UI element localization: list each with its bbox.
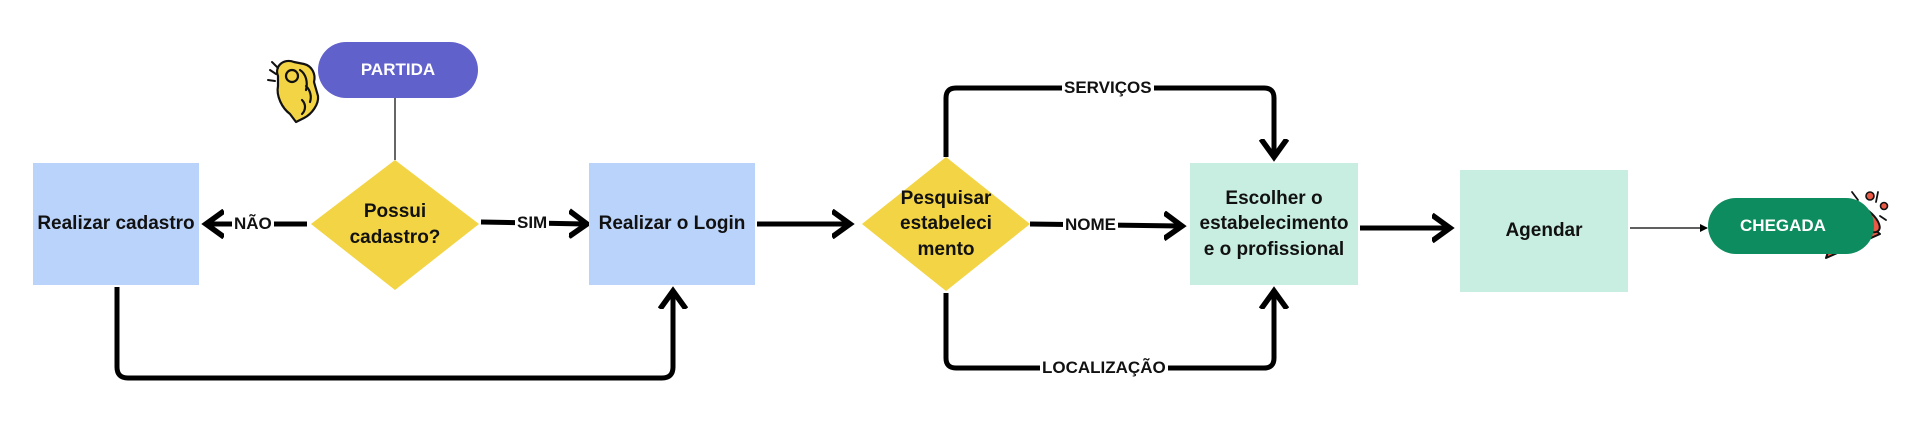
- start-terminal: PARTIDA: [318, 42, 478, 98]
- edge-label-name: NOME: [1063, 215, 1118, 235]
- end-terminal: CHEGADA: [1708, 198, 1874, 254]
- decision-search: Pesquisar estabeleci mento: [862, 157, 1030, 291]
- arrow-services: [943, 85, 1274, 157]
- edge-label-yes: SIM: [515, 213, 550, 233]
- edge-label-services: SERVIÇOS: [1062, 78, 1154, 98]
- process-choose-label: Escolher o estabelecimento e o profissio…: [1199, 187, 1349, 260]
- process-schedule-label: Agendar: [1505, 220, 1583, 242]
- decision-has-account: Possui cadastro?: [311, 160, 479, 290]
- process-register: Realizar cadastro: [33, 163, 199, 285]
- decision-has-account-shape: [311, 160, 479, 290]
- decision-search-label: Pesquisar estabeleci mento: [900, 187, 992, 260]
- process-login: Realizar o Login: [589, 163, 755, 285]
- process-login-label: Realizar o Login: [598, 213, 746, 235]
- process-register-label: Realizar cadastro: [37, 213, 195, 235]
- process-schedule: Agendar: [1460, 170, 1628, 292]
- end-label: CHEGADA: [1740, 216, 1826, 235]
- decision-search-shape: [862, 157, 1030, 291]
- arrow-location: [943, 293, 1274, 371]
- ok-hand-icon: [267, 59, 320, 124]
- arrow-register-to-login: [114, 287, 673, 381]
- edge-label-location: LOCALIZAÇÃO: [1040, 358, 1168, 378]
- decision-has-account-label: Possui cadastro?: [349, 201, 441, 248]
- start-label: PARTIDA: [360, 60, 436, 79]
- edge-label-no: NÃO: [232, 214, 274, 234]
- process-choose: Escolher o estabelecimento e o profissio…: [1190, 163, 1358, 285]
